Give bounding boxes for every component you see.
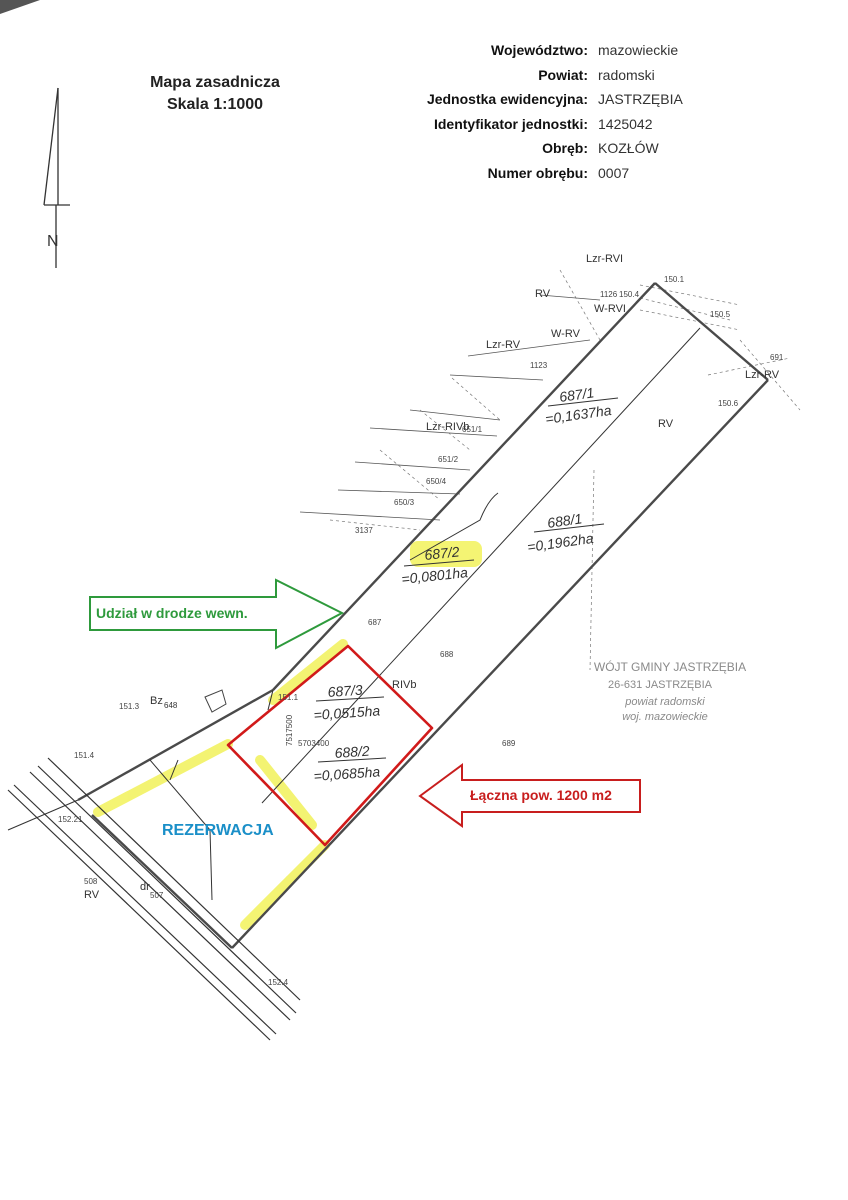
parcel-number: 650/4	[426, 477, 447, 486]
reservation-outline	[226, 644, 434, 847]
map-label: Lzr-RVI	[586, 253, 623, 265]
parcel-area-687-3: =0,0515ha	[313, 702, 381, 723]
parcel-number: 689	[502, 739, 516, 748]
height-point: 150.5	[710, 310, 731, 319]
map-title-line1: Mapa zasadnicza	[150, 74, 280, 91]
parcel-number: 507	[150, 891, 164, 900]
map-label: RV	[658, 418, 674, 430]
height-point: 151.4	[74, 751, 95, 760]
height-point: 150.1	[664, 275, 685, 284]
parcel-id-688-1: 688/1	[546, 510, 583, 531]
map-label: Lzr-RV	[745, 369, 780, 381]
neighbour-dashed-lines	[329, 269, 801, 671]
height-point: 152.21	[58, 815, 83, 824]
header-value: KOZŁÓW	[598, 140, 659, 156]
header-row-precinct: Obręb: KOZŁÓW	[360, 140, 690, 165]
map-label: 648	[164, 701, 178, 710]
map-label: W-RVI	[594, 303, 626, 315]
map-label: RIVb	[392, 679, 416, 691]
stamp-line-4: woj. mazowieckie	[622, 711, 708, 723]
header-row-county: Powiat: radomski	[360, 67, 690, 92]
road-share-label: Udział w drodze wewn.	[96, 605, 248, 621]
header-row-unit-id: Identyfikator jednostki: 1425042	[360, 116, 690, 141]
parcel-number: 650/3	[394, 498, 415, 507]
map-label: dr	[140, 881, 150, 893]
header-label: Numer obrębu:	[487, 164, 588, 181]
height-point: 151.1	[278, 693, 299, 702]
north-arrow-icon	[43, 87, 70, 268]
stamp-line-1: WÓJT GMINY JASTRZĘBIA	[594, 659, 746, 674]
header-value: 0007	[598, 164, 630, 181]
map-label: Lzr-RV	[486, 339, 521, 351]
parcel-fraction-lines	[315, 397, 619, 763]
parcel-number: 688	[440, 650, 454, 659]
parcel-area-688-1: =0,1962ha	[526, 530, 594, 555]
header-label: Jednostka ewidencyjna:	[426, 91, 588, 107]
reservation-label: REZERWACJA	[162, 822, 274, 839]
map-label: RV	[535, 288, 551, 300]
official-stamp: WÓJT GMINY JASTRZĘBIA 26-631 JASTRZĘBIA …	[594, 659, 746, 723]
parcel-boundaries	[77, 282, 769, 949]
parcel-number: 1123	[530, 361, 548, 370]
header-label: Województwo:	[491, 42, 588, 58]
cadastral-header: Województwo: mazowieckie Powiat: radomsk…	[360, 42, 690, 189]
height-point: 150.6	[718, 399, 739, 408]
small-building	[204, 689, 227, 713]
parcel-number: 651/2	[438, 455, 459, 464]
parcel-number: 508	[84, 877, 98, 886]
parcel-id-687-1: 687/1	[558, 384, 595, 405]
height-point: 151.3	[119, 702, 140, 711]
map-label: RV	[84, 889, 100, 901]
height-point: 150.4	[619, 290, 640, 299]
stamp-line-3: powiat radomski	[624, 696, 705, 708]
parcel-number: 651/1	[462, 425, 483, 434]
north-label: N	[47, 233, 59, 250]
header-value: mazowieckie	[598, 42, 679, 58]
header-value: JASTRZĘBIA	[598, 91, 683, 107]
highlight-marks	[93, 639, 348, 930]
map-label: Lzr-RIVb	[426, 421, 469, 433]
parcel-number: 687	[368, 618, 382, 627]
header-value: radomski	[598, 66, 655, 83]
coordinate-label: 7517500	[285, 714, 294, 746]
header-label: Obręb:	[542, 140, 588, 156]
coordinate-label: 5703400	[298, 739, 330, 748]
height-point: 152.4	[268, 978, 289, 987]
header-row-voivodeship: Województwo: mazowieckie	[360, 42, 690, 67]
header-value: 1425042	[598, 115, 653, 132]
parcel-id-688-2: 688/2	[334, 743, 370, 761]
parcel-internal-lines	[7, 327, 701, 901]
road-share-arrow	[89, 578, 345, 650]
parcel-id-687-3: 687/3	[327, 682, 363, 700]
parcel-area-688-2: =0,0685ha	[313, 763, 381, 784]
header-row-precinct-number: Numer obrębu: 0007	[360, 165, 690, 190]
map-title: Mapa zasadnicza Skala 1:1000	[110, 72, 320, 116]
height-point: 1126	[600, 290, 618, 299]
parcel-id-687-2: 687/2	[424, 543, 461, 563]
neighbour-lines	[299, 294, 601, 521]
map-label: Bz	[150, 695, 163, 707]
header-label: Powiat:	[538, 66, 588, 83]
total-area-arrow	[418, 763, 641, 828]
parcel-number: 3137	[355, 526, 373, 535]
scan-corner-mark	[0, 0, 40, 14]
parcel-area-687-2: =0,0801ha	[401, 564, 469, 587]
map-scale: Skala 1:1000	[166, 96, 264, 113]
header-label: Identyfikator jednostki:	[433, 115, 588, 132]
parcel-number: 691	[770, 353, 784, 362]
total-area-label: Łączna pow. 1200 m2	[470, 787, 612, 803]
stamp-line-2: 26-631 JASTRZĘBIA	[608, 679, 713, 691]
map-label: W-RV	[551, 328, 581, 340]
header-row-unit: Jednostka ewidencyjna: JASTRZĘBIA	[360, 91, 690, 116]
road-lines	[7, 757, 301, 1041]
